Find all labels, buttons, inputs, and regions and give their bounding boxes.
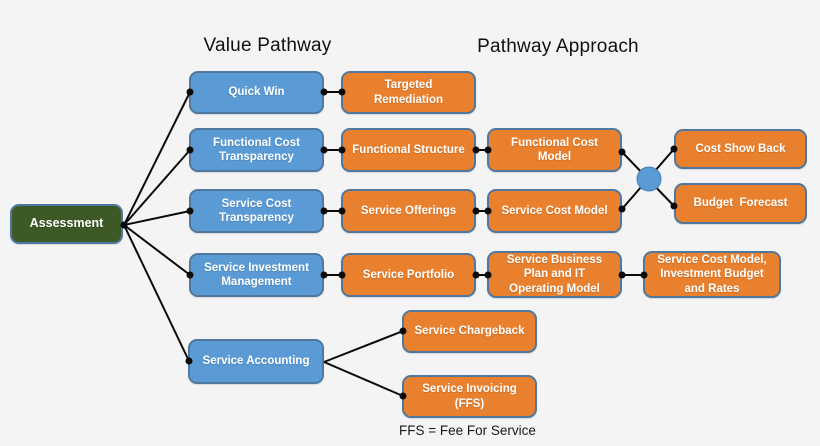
node-assessment-label: Assessment [29,216,104,231]
node-assessment: Assessment [10,204,123,244]
node-scm-investment-budget-label: Service Cost Model, Investment Budget an… [657,254,767,295]
node-service-chargeback: Service Chargeback [402,310,537,353]
node-functional-cost-transparency: Functional Cost Transparency [189,128,324,172]
node-service-business-plan-label: Service Business Plan and IT Operating M… [506,254,603,295]
hub-circle [636,166,662,192]
node-service-invoicing: Service Invoicing (FFS) [402,375,537,418]
heading-value-pathway: Value Pathway [203,35,332,56]
node-service-offerings: Service Offerings [341,189,476,233]
node-service-investment-management-label: Service Investment Management [204,261,309,288]
node-service-accounting: Service Accounting [188,339,324,384]
node-quick-win-label: Quick Win [228,86,285,99]
node-functional-structure-label: Functional Structure [352,143,465,156]
node-functional-cost-model-label: Functional Cost Model [511,136,598,163]
node-service-portfolio-label: Service Portfolio [362,268,455,281]
node-service-cost-transparency: Service Cost Transparency [189,189,324,233]
heading-pathway-approach: Pathway Approach [477,36,639,57]
node-functional-cost-transparency-label: Functional Cost Transparency [213,136,300,163]
node-service-cost-transparency-label: Service Cost Transparency [219,197,294,224]
node-service-offerings-label: Service Offerings [360,204,457,217]
node-targeted-remediation-label: Targeted Remediation [373,79,443,106]
node-targeted-remediation: Targeted Remediation [341,71,476,114]
node-service-investment-management: Service Investment Management [189,253,324,297]
node-service-invoicing-label: Service Invoicing (FFS) [422,383,517,410]
node-service-business-plan: Service Business Plan and IT Operating M… [487,251,622,298]
caption-ffs: FFS = Fee For Service [399,423,536,438]
node-quick-win: Quick Win [189,71,324,114]
node-service-cost-model-label: Service Cost Model [501,204,608,217]
node-scm-investment-budget: Service Cost Model, Investment Budget an… [643,251,781,298]
node-service-chargeback-label: Service Chargeback [414,325,525,338]
node-budget-forecast-label: Budget Forecast [693,197,788,210]
node-service-portfolio: Service Portfolio [341,253,476,297]
node-service-accounting-label: Service Accounting [202,355,310,368]
node-functional-structure: Functional Structure [341,128,476,172]
node-cost-show-back: Cost Show Back [674,129,807,169]
node-functional-cost-model: Functional Cost Model [487,128,622,172]
node-service-cost-model: Service Cost Model [487,189,622,233]
node-cost-show-back-label: Cost Show Back [695,142,786,155]
node-budget-forecast: Budget Forecast [674,183,807,224]
